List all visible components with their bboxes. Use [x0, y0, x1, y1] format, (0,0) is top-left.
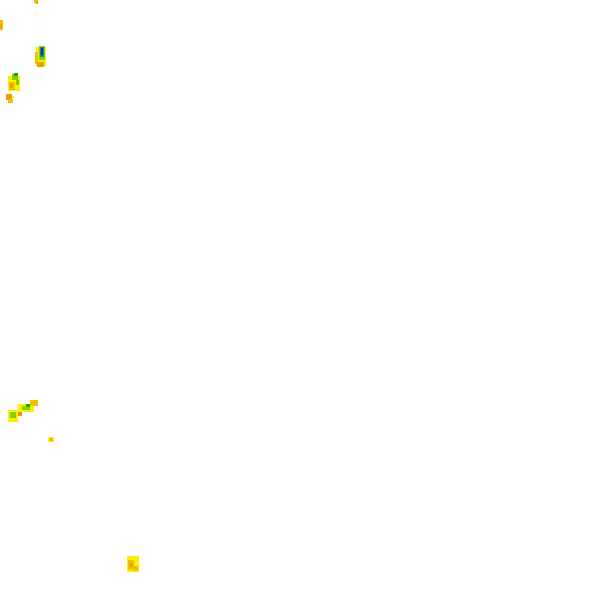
- echo-cell: [48, 437, 54, 442]
- echo-cell-core: [35, 46, 46, 67]
- echo-cell: [127, 556, 139, 572]
- echo-cell: [6, 73, 20, 103]
- echo-cell: [8, 400, 38, 422]
- echo-cell: [0, 20, 3, 30]
- echo-cell: [34, 0, 38, 4]
